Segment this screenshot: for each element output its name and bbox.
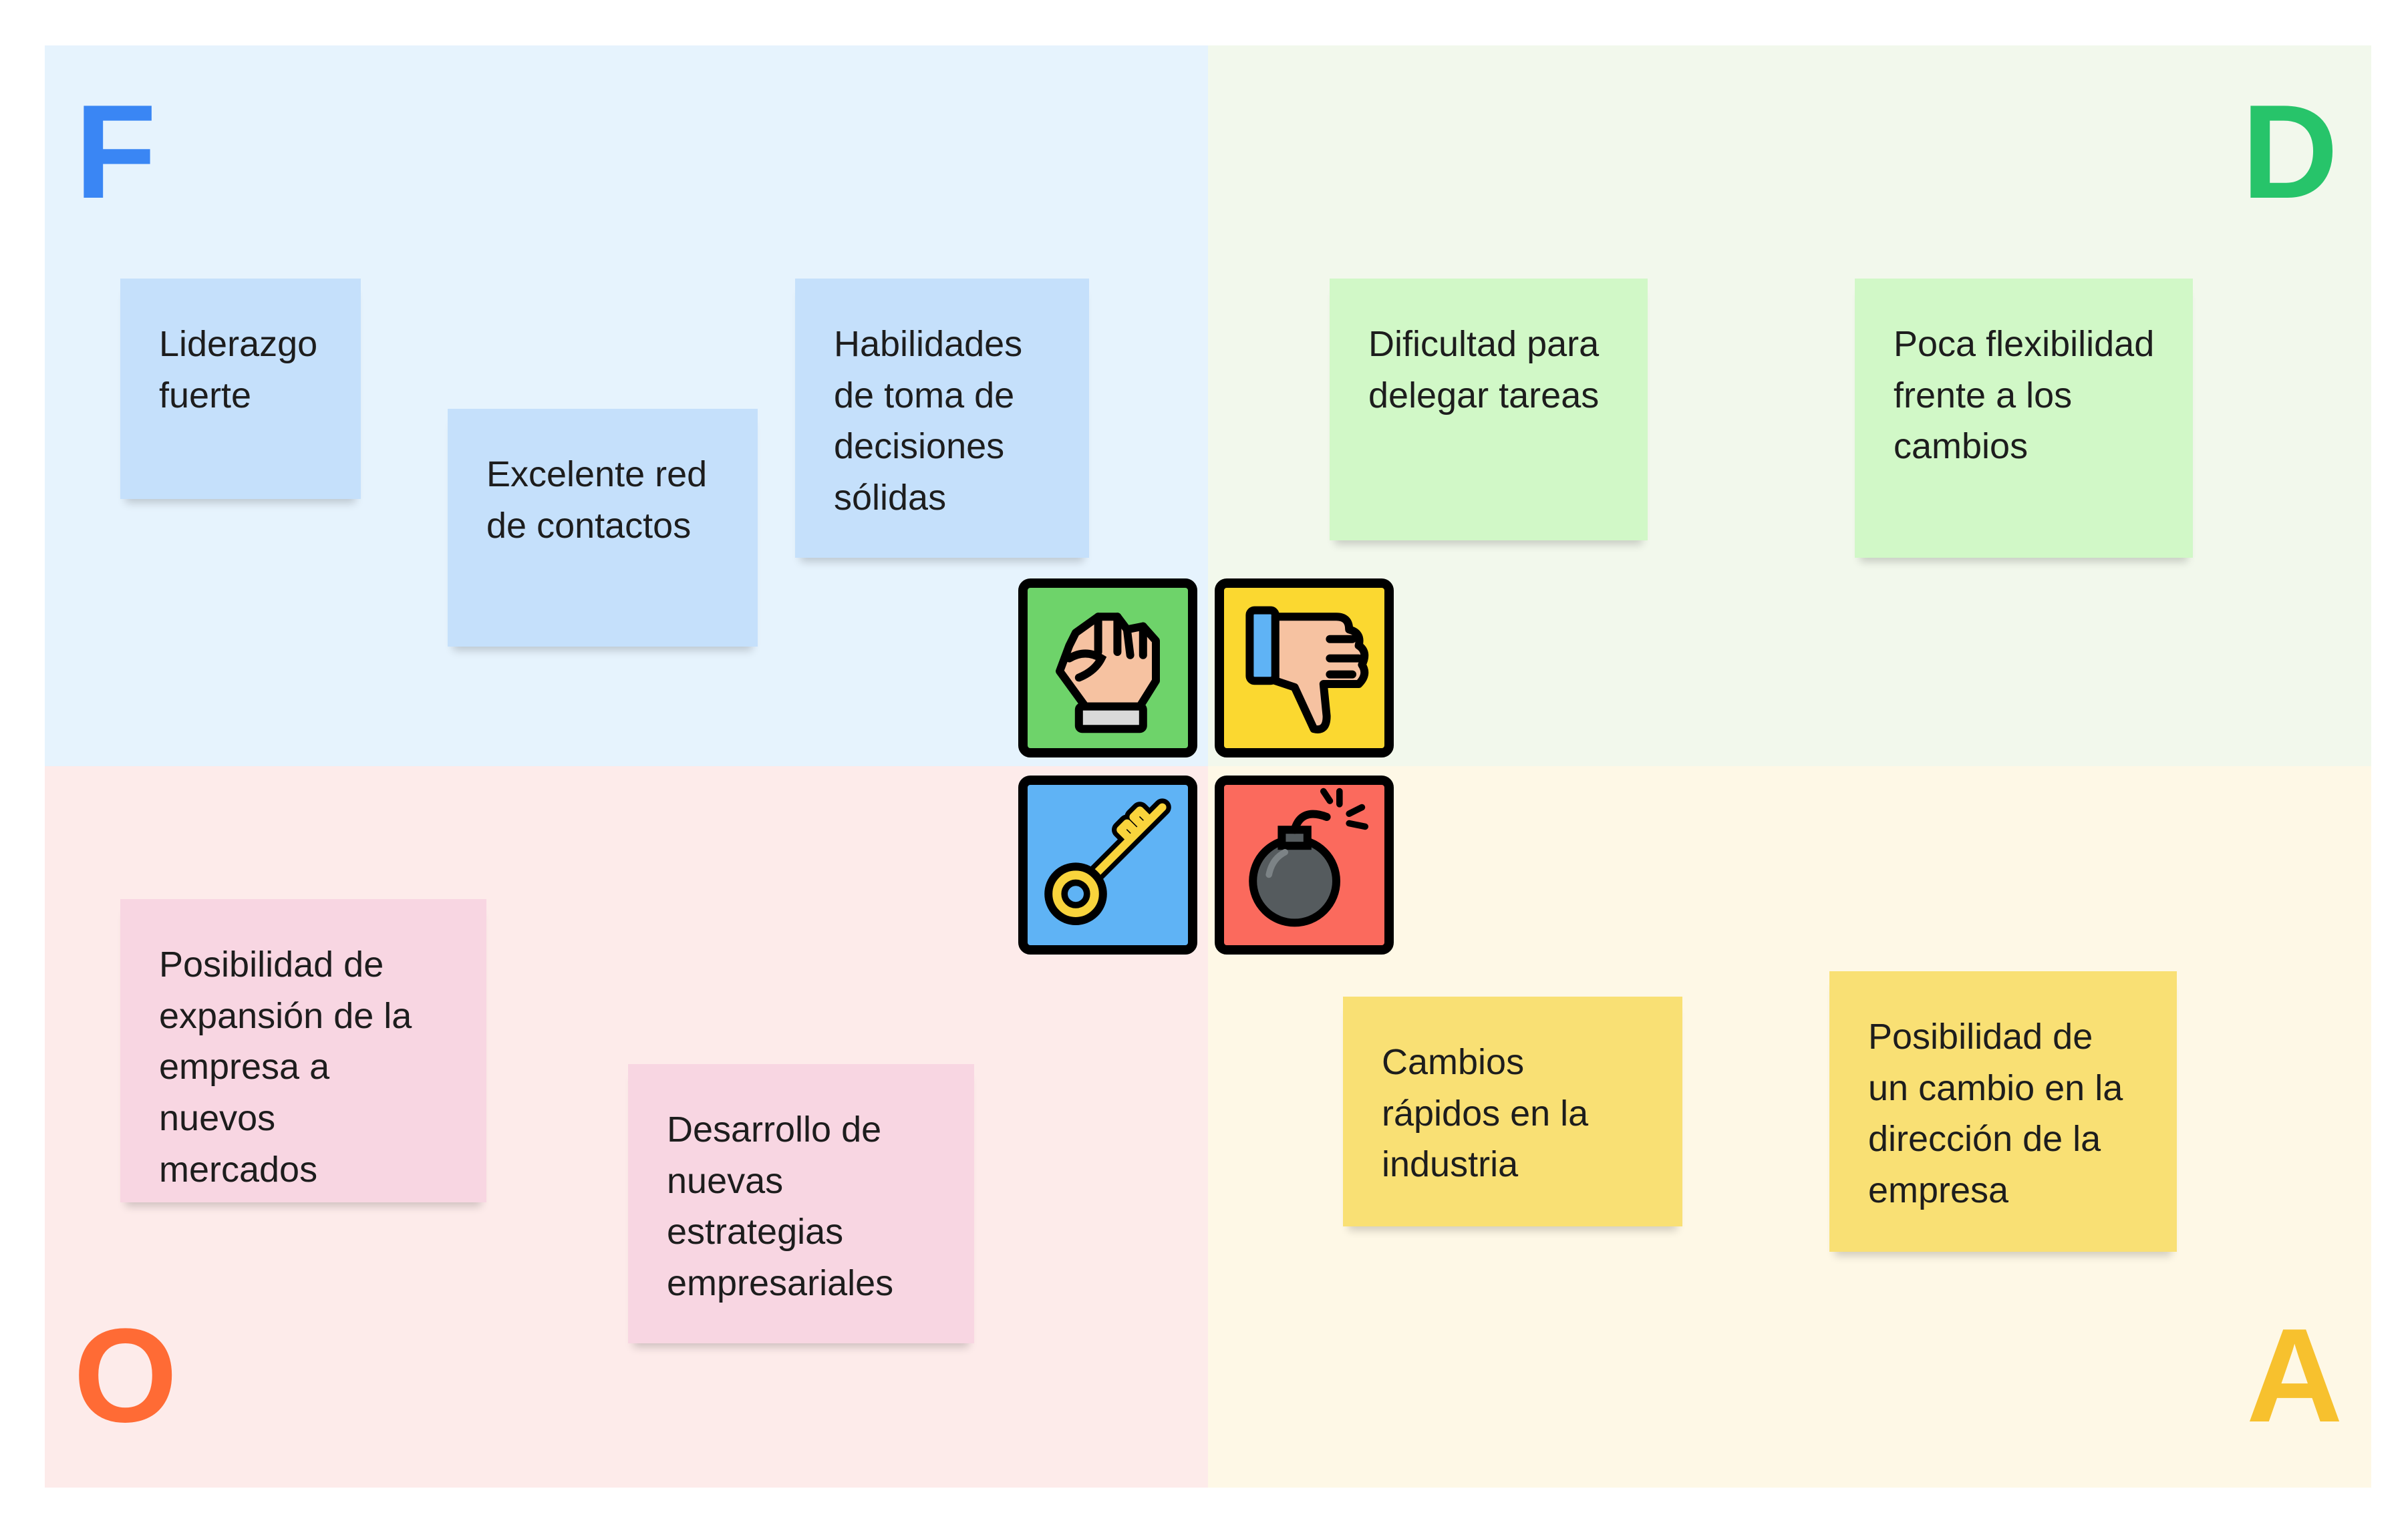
sticky-note[interactable]: Excelente red de contactos (448, 409, 758, 647)
note-text: Desarrollo de nuevas estrategias empresa… (667, 1110, 894, 1304)
bomb-icon (1215, 776, 1394, 955)
note-text: Excelente red de contactos (486, 454, 708, 546)
note-text: Poca flexibilidad frente a los cambios (1894, 324, 2155, 467)
thumbs-down-icon (1215, 578, 1394, 757)
opportunities-letter: O (73, 1301, 178, 1450)
note-text: Posibilidad de un cambio en la dirección… (1868, 1017, 2123, 1211)
sticky-note[interactable]: Dificultad para delegar tareas (1330, 279, 1648, 540)
raised-fist-icon (1018, 578, 1197, 757)
sticky-note[interactable]: Desarrollo de nuevas estrategias empresa… (628, 1064, 974, 1343)
sticky-note[interactable]: Posibilidad de un cambio en la dirección… (1829, 971, 2177, 1252)
sticky-note[interactable]: Posibilidad de expansión de la empresa a… (120, 899, 486, 1202)
note-text: Posibilidad de expansión de la empresa a… (159, 945, 412, 1190)
sticky-note[interactable]: Cambios rápidos en la industria (1343, 997, 1682, 1226)
weaknesses-letter: D (2242, 77, 2339, 226)
note-text: Dificultad para delegar tareas (1368, 324, 1600, 415)
key-icon (1018, 776, 1197, 955)
note-text: Cambios rápidos en la industria (1382, 1042, 1589, 1185)
threats-letter: A (2246, 1301, 2343, 1450)
sticky-note[interactable]: Poca flexibilidad frente a los cambios (1855, 279, 2193, 558)
note-text: Habilidades de toma de decisiones sólida… (834, 324, 1023, 518)
note-text: Liderazgo fuerte (159, 324, 318, 415)
sticky-note[interactable]: Liderazgo fuerte (120, 279, 361, 499)
sticky-note[interactable]: Habilidades de toma de decisiones sólida… (795, 279, 1089, 558)
strengths-letter: F (75, 77, 157, 226)
